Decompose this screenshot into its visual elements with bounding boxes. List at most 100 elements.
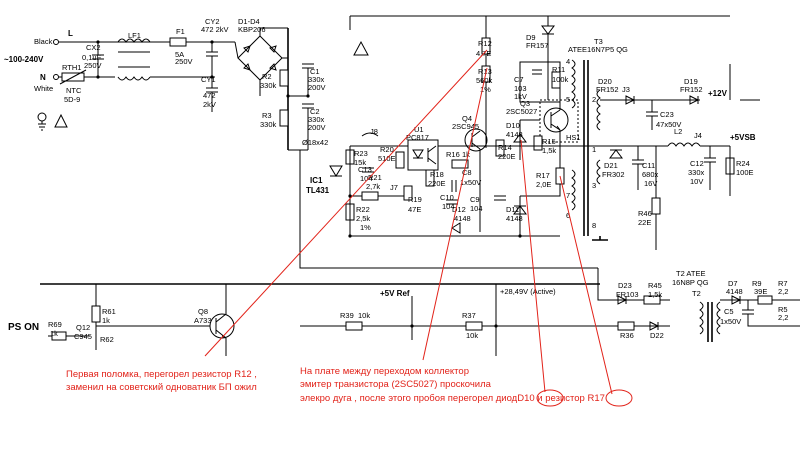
svg-text:1k: 1k (102, 316, 110, 325)
svg-text:D19: D19 (684, 77, 698, 86)
svg-text:R62: R62 (100, 335, 114, 344)
svg-text:R7: R7 (778, 279, 788, 288)
svg-text:3: 3 (592, 181, 596, 190)
t2-section: D23 FR103 R45 1,5k R36 D22 T2 ATEE 16N8P… (597, 268, 800, 342)
svg-text:R12: R12 (478, 39, 492, 48)
svg-text:104: 104 (470, 204, 483, 213)
svg-text:250V: 250V (175, 57, 193, 66)
svg-text:CY2: CY2 (205, 17, 220, 26)
svg-text:R3: R3 (262, 111, 272, 120)
svg-text:D7: D7 (728, 279, 738, 288)
svg-text:C5: C5 (724, 307, 734, 316)
svg-text:D23: D23 (618, 281, 632, 290)
svg-text:FR152: FR152 (680, 85, 703, 94)
svg-text:C12: C12 (690, 159, 704, 168)
svg-text:39E: 39E (754, 287, 767, 296)
svg-text:1x50V: 1x50V (460, 178, 481, 187)
svg-text:15k: 15k (354, 158, 366, 167)
svg-text:R45: R45 (648, 281, 662, 290)
svg-text:FR157: FR157 (526, 41, 549, 50)
svg-text:10k: 10k (466, 331, 478, 340)
note2-r17: R17 (587, 393, 604, 404)
svg-text:T2 ATEE: T2 ATEE (676, 269, 705, 278)
svg-text:220E: 220E (428, 179, 446, 188)
svg-text:NTC: NTC (66, 86, 82, 95)
secondary-outputs: D20 FR152 J3 D19 FR152 +12V C23 47x50V L… (596, 64, 760, 250)
svg-text:R22: R22 (356, 205, 370, 214)
svg-text:22E: 22E (638, 218, 651, 227)
note2-and: и резистор (535, 393, 588, 404)
svg-text:C23: C23 (660, 110, 674, 119)
svg-text:ATEE16N7P5 QG: ATEE16N7P5 QG (568, 45, 628, 54)
svg-text:R37: R37 (462, 311, 476, 320)
terminal-l (53, 39, 59, 45)
svg-text:C13: C13 (358, 165, 372, 174)
svg-text:PC817: PC817 (406, 133, 429, 142)
svg-text:J3: J3 (622, 85, 630, 94)
svg-text:R21: R21 (368, 173, 382, 182)
svg-text:T3: T3 (594, 37, 603, 46)
note1-line1: Первая поломка, перегорел резистор R12 , (66, 369, 257, 380)
svg-text:C8: C8 (462, 168, 472, 177)
svg-text:680x: 680x (642, 170, 659, 179)
svg-text:R16: R16 (446, 150, 460, 159)
svg-text:2,2: 2,2 (778, 287, 788, 296)
svg-text:100E: 100E (736, 168, 754, 177)
note2-line1: На плате между переходом коллектор (300, 366, 469, 377)
svg-text:R20: R20 (380, 145, 394, 154)
svg-text:6: 6 (566, 211, 570, 220)
svg-text:FR152: FR152 (596, 85, 619, 94)
note1-line2: заменил на советский одноватник БП ожил (66, 382, 257, 393)
svg-text:Q12: Q12 (76, 323, 90, 332)
svg-text:CY1: CY1 (201, 75, 216, 84)
svg-text:CX2: CX2 (86, 43, 101, 52)
svg-text:330k: 330k (260, 120, 277, 129)
svg-text:D1-D4: D1-D4 (238, 17, 260, 26)
svg-text:2SC945: 2SC945 (452, 122, 479, 131)
svg-text:Q8: Q8 (198, 307, 208, 316)
svg-text:R17: R17 (536, 171, 550, 180)
svg-text:T2: T2 (692, 289, 701, 298)
svg-text:C10: C10 (440, 193, 454, 202)
svg-text:R14: R14 (498, 143, 512, 152)
svg-text:D9: D9 (526, 33, 536, 42)
svg-text:R36: R36 (620, 331, 634, 340)
svg-text:4: 4 (566, 57, 570, 66)
svg-text:HS1: HS1 (566, 133, 581, 142)
svg-text:R13: R13 (478, 67, 492, 76)
warning-triangle-icon (353, 40, 369, 56)
svg-text:2kV: 2kV (203, 100, 216, 109)
svg-text:4148: 4148 (454, 214, 471, 223)
svg-text:F1: F1 (176, 27, 185, 36)
svg-text:L2: L2 (674, 127, 682, 136)
mains-input: L Black ~100-240V N White (4, 29, 170, 131)
lf1-choke: LF1 (117, 31, 215, 81)
svg-text:250V: 250V (84, 61, 102, 70)
svg-text:J8: J8 (370, 127, 378, 136)
svg-text:A733: A733 (194, 316, 212, 325)
svg-text:2SC5027: 2SC5027 (506, 107, 537, 116)
r12-resistor: R12 4,7E R13 560k 1% (476, 16, 493, 130)
svg-text:R61: R61 (102, 307, 116, 316)
svg-text:R46: R46 (638, 209, 652, 218)
svg-text:C9: C9 (470, 195, 480, 204)
svg-text:R18: R18 (430, 170, 444, 179)
r17-highlight (605, 389, 633, 407)
t3-transformer: T3 ATEE16N7P5 QG 4 5 7 6 2 1 3 8 (566, 37, 628, 241)
feedback-section: J8 R23 15k C13 104 R20 510E U1 PC817 R16… (306, 125, 600, 238)
svg-text:C2: C2 (310, 107, 320, 116)
svg-text:4148: 4148 (506, 130, 523, 139)
mains-n-label: N (40, 73, 46, 82)
svg-text:2,5k: 2,5k (356, 214, 370, 223)
svg-text:D11: D11 (506, 205, 519, 214)
svg-text:1k: 1k (50, 329, 58, 338)
svg-text:47x50V: 47x50V (656, 120, 681, 129)
svg-text:Q4: Q4 (462, 114, 472, 123)
mains-voltage: ~100-240V (4, 55, 44, 64)
note2-line3: элекро дуга , после этого пробоя перегор… (300, 393, 605, 404)
svg-text:10k: 10k (358, 311, 370, 320)
svg-text:+28,49V (Active): +28,49V (Active) (500, 287, 556, 296)
mains-l-label: L (68, 29, 73, 38)
svg-text:D10: D10 (506, 121, 520, 130)
